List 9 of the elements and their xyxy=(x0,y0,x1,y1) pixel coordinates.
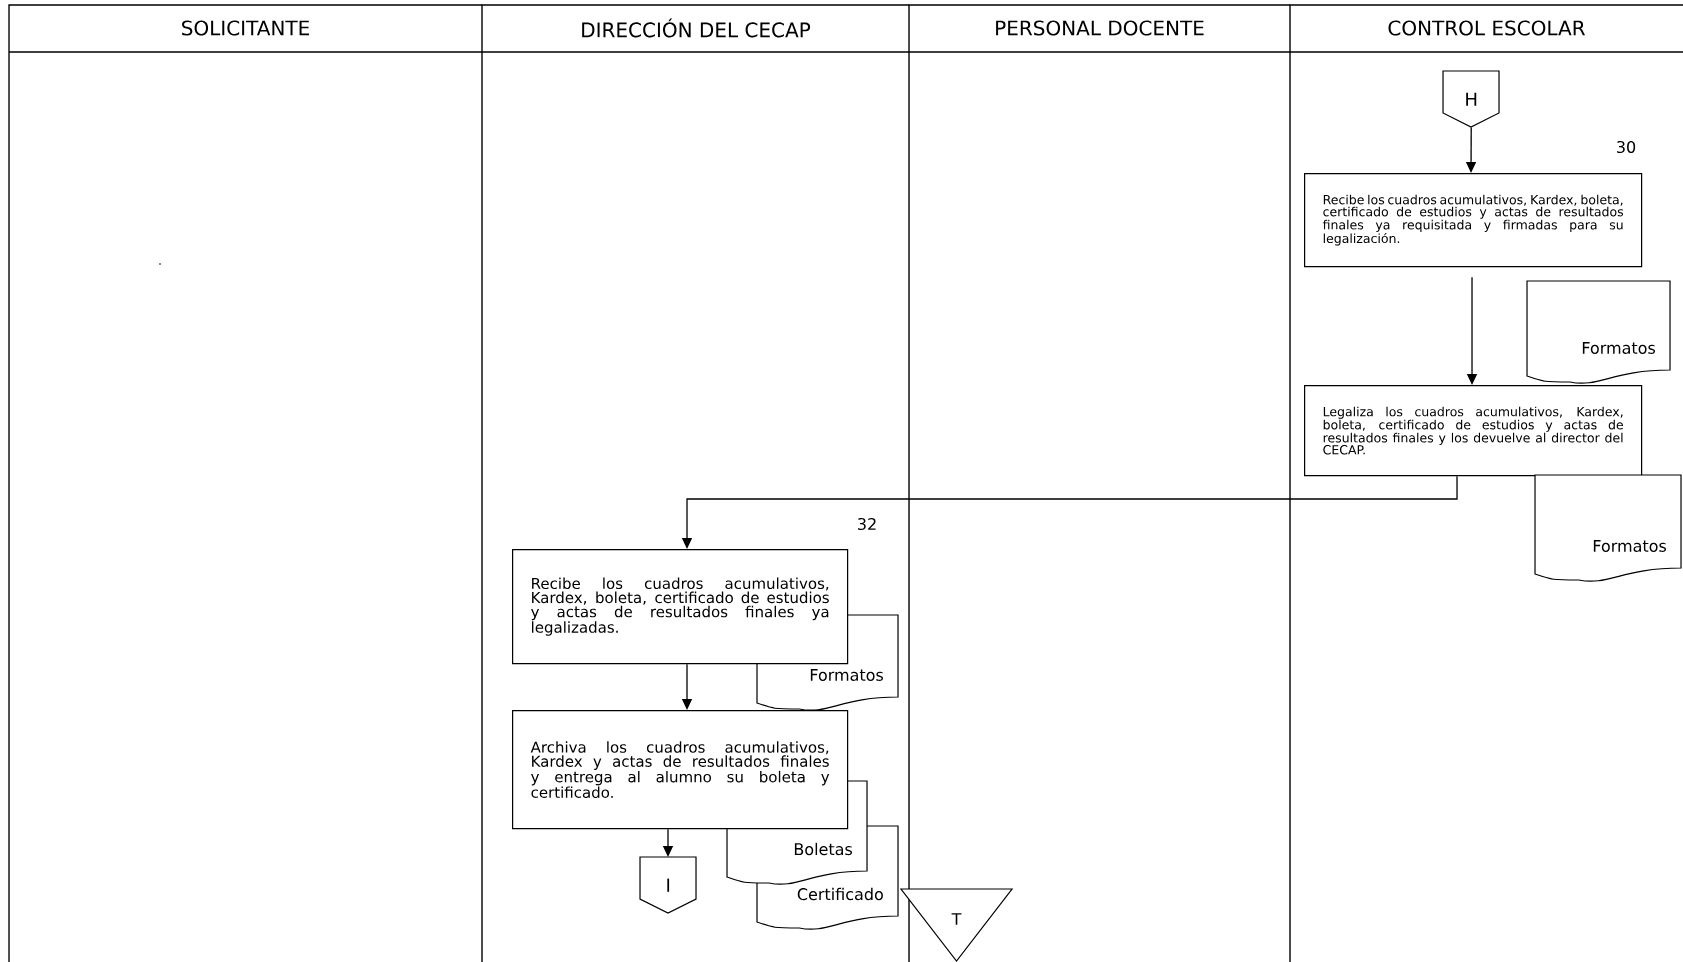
node-label: T xyxy=(951,913,962,925)
note-text: . xyxy=(159,263,161,265)
step-number: 30 xyxy=(1617,140,1636,154)
process-box: Recibe los cuadros acumulativos, Kardex, boleta, certificado de estudios y actas de resultados finales ya requisitada y firmadas para su legalización. xyxy=(1304,173,1643,268)
process-box: Legaliza los cuadros acumulativos, Kardex, boleta, certificado de estudios y actas de resultados finales y los devuelve al director del CECAP. xyxy=(1304,385,1643,477)
off-page-connector: I xyxy=(639,856,697,914)
step-number: 32 xyxy=(858,517,876,531)
node-label: Formatos xyxy=(1593,540,1667,552)
off-page-connector: H xyxy=(1442,70,1500,128)
